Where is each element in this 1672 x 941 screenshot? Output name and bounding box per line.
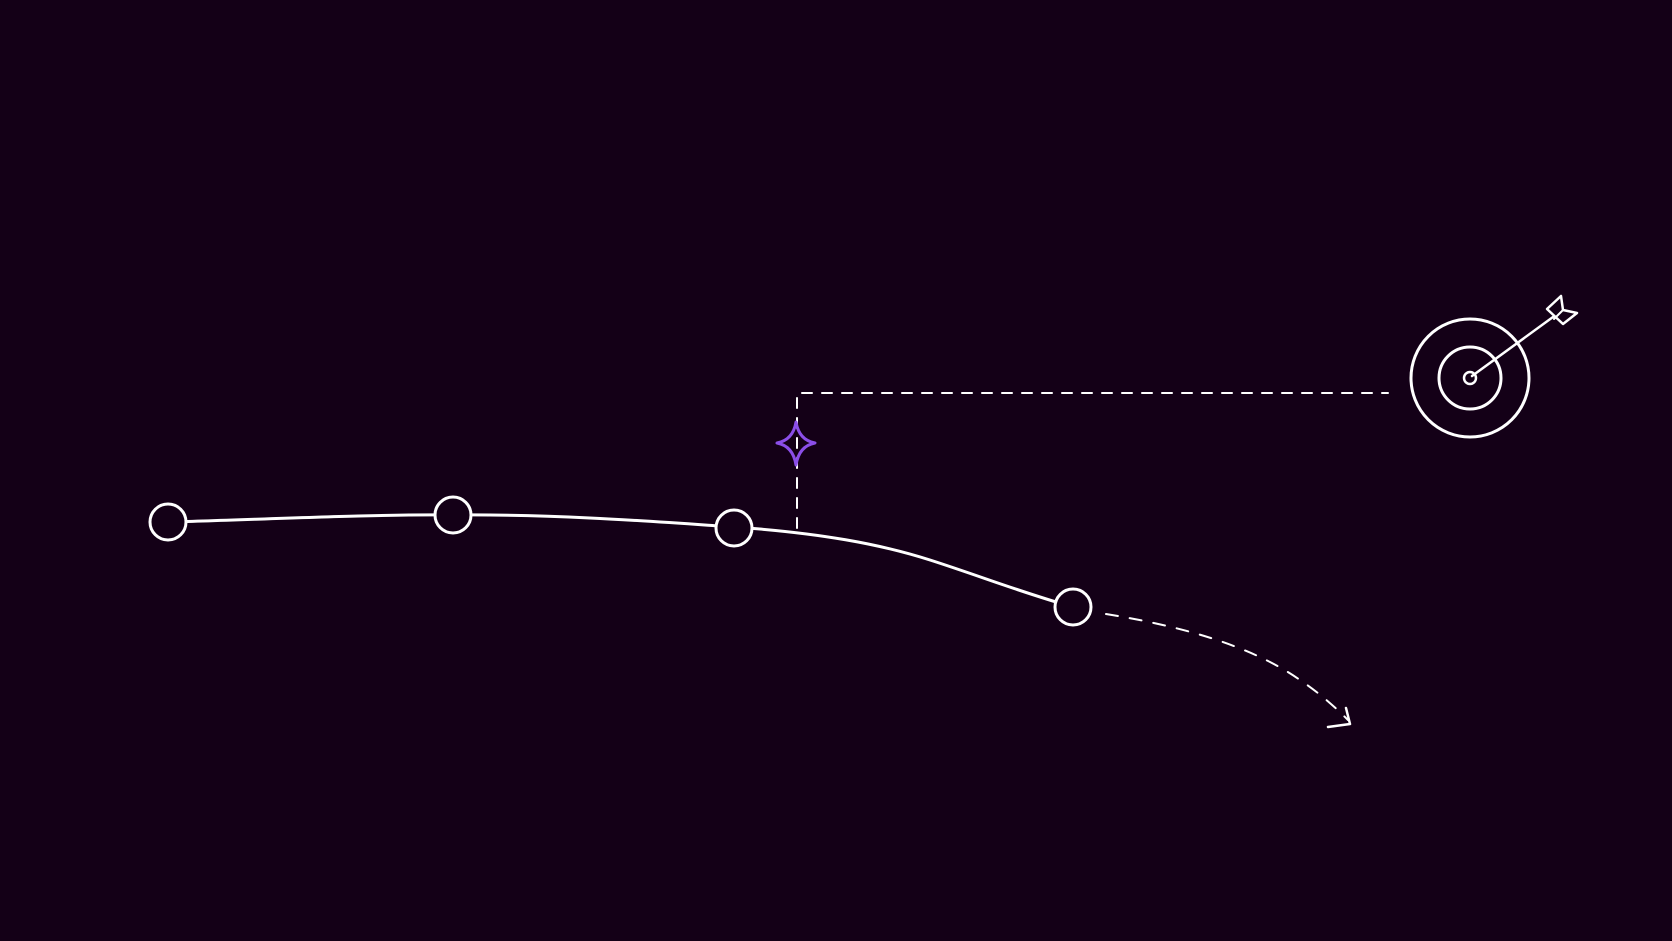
projection-arrowhead	[1326, 706, 1352, 729]
arrow-shaft	[1470, 315, 1555, 378]
main-trajectory-line	[166, 513, 1075, 609]
milestone-node-2	[433, 495, 473, 535]
target-icon	[1409, 317, 1531, 439]
projection-dashed-curve	[1105, 613, 1349, 721]
target-outer-ring	[1409, 317, 1531, 439]
milestone-node-3	[714, 508, 754, 548]
target-center	[1462, 370, 1478, 386]
arrow-fletching	[1545, 294, 1579, 326]
sparkle-icon	[775, 420, 817, 467]
arrow-fletching-inner	[1553, 309, 1564, 320]
target-middle-ring	[1437, 345, 1503, 411]
arrow-in-bullseye-icon	[1470, 294, 1579, 378]
branch-dashed-line	[796, 392, 1389, 529]
milestone-node-1	[148, 502, 188, 542]
milestone-node-4	[1053, 587, 1093, 627]
